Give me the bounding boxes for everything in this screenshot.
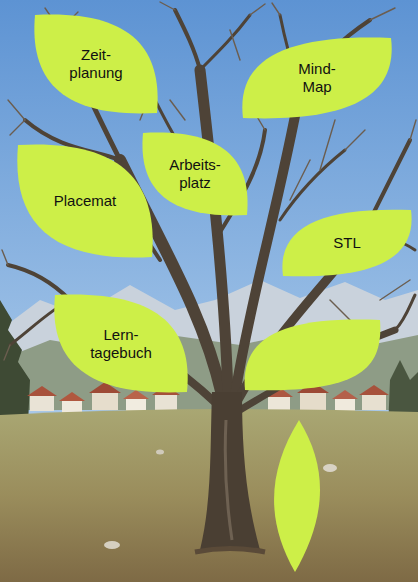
leaf-outline (17, 144, 152, 257)
leaf-outline (142, 133, 247, 216)
rock (156, 450, 164, 455)
rock (323, 464, 337, 472)
leaf-label: Lern- tagebuch (90, 326, 152, 362)
leaf-label: Placemat (54, 192, 117, 210)
leaf-label: Zeit- planung (69, 46, 122, 82)
leaf-card: Arbeits- platz (143, 133, 247, 215)
leaf-outline (54, 295, 187, 393)
bark-highlight (225, 420, 232, 540)
leaf-card: Mind- Map (243, 38, 391, 118)
leaf-label: Arbeits- platz (169, 156, 221, 192)
rock (104, 541, 120, 549)
leaf-label: Mind- Map (298, 60, 336, 96)
tree-trunk (200, 392, 260, 550)
empty-leaf (245, 320, 381, 391)
leaf-card: Placemat (18, 145, 152, 257)
tree-branches (8, 10, 415, 410)
leaf-card: Lern- tagebuch (55, 295, 187, 392)
leaf-outline (34, 15, 157, 114)
leaf-outline (242, 38, 391, 119)
leaf-card: STL (283, 210, 411, 276)
leaf-outline (282, 210, 411, 277)
leaf-label: STL (333, 234, 361, 252)
leaf-card: Zeit- planung (35, 15, 157, 113)
empty-leaf (274, 420, 320, 572)
tree-roots (195, 549, 265, 553)
